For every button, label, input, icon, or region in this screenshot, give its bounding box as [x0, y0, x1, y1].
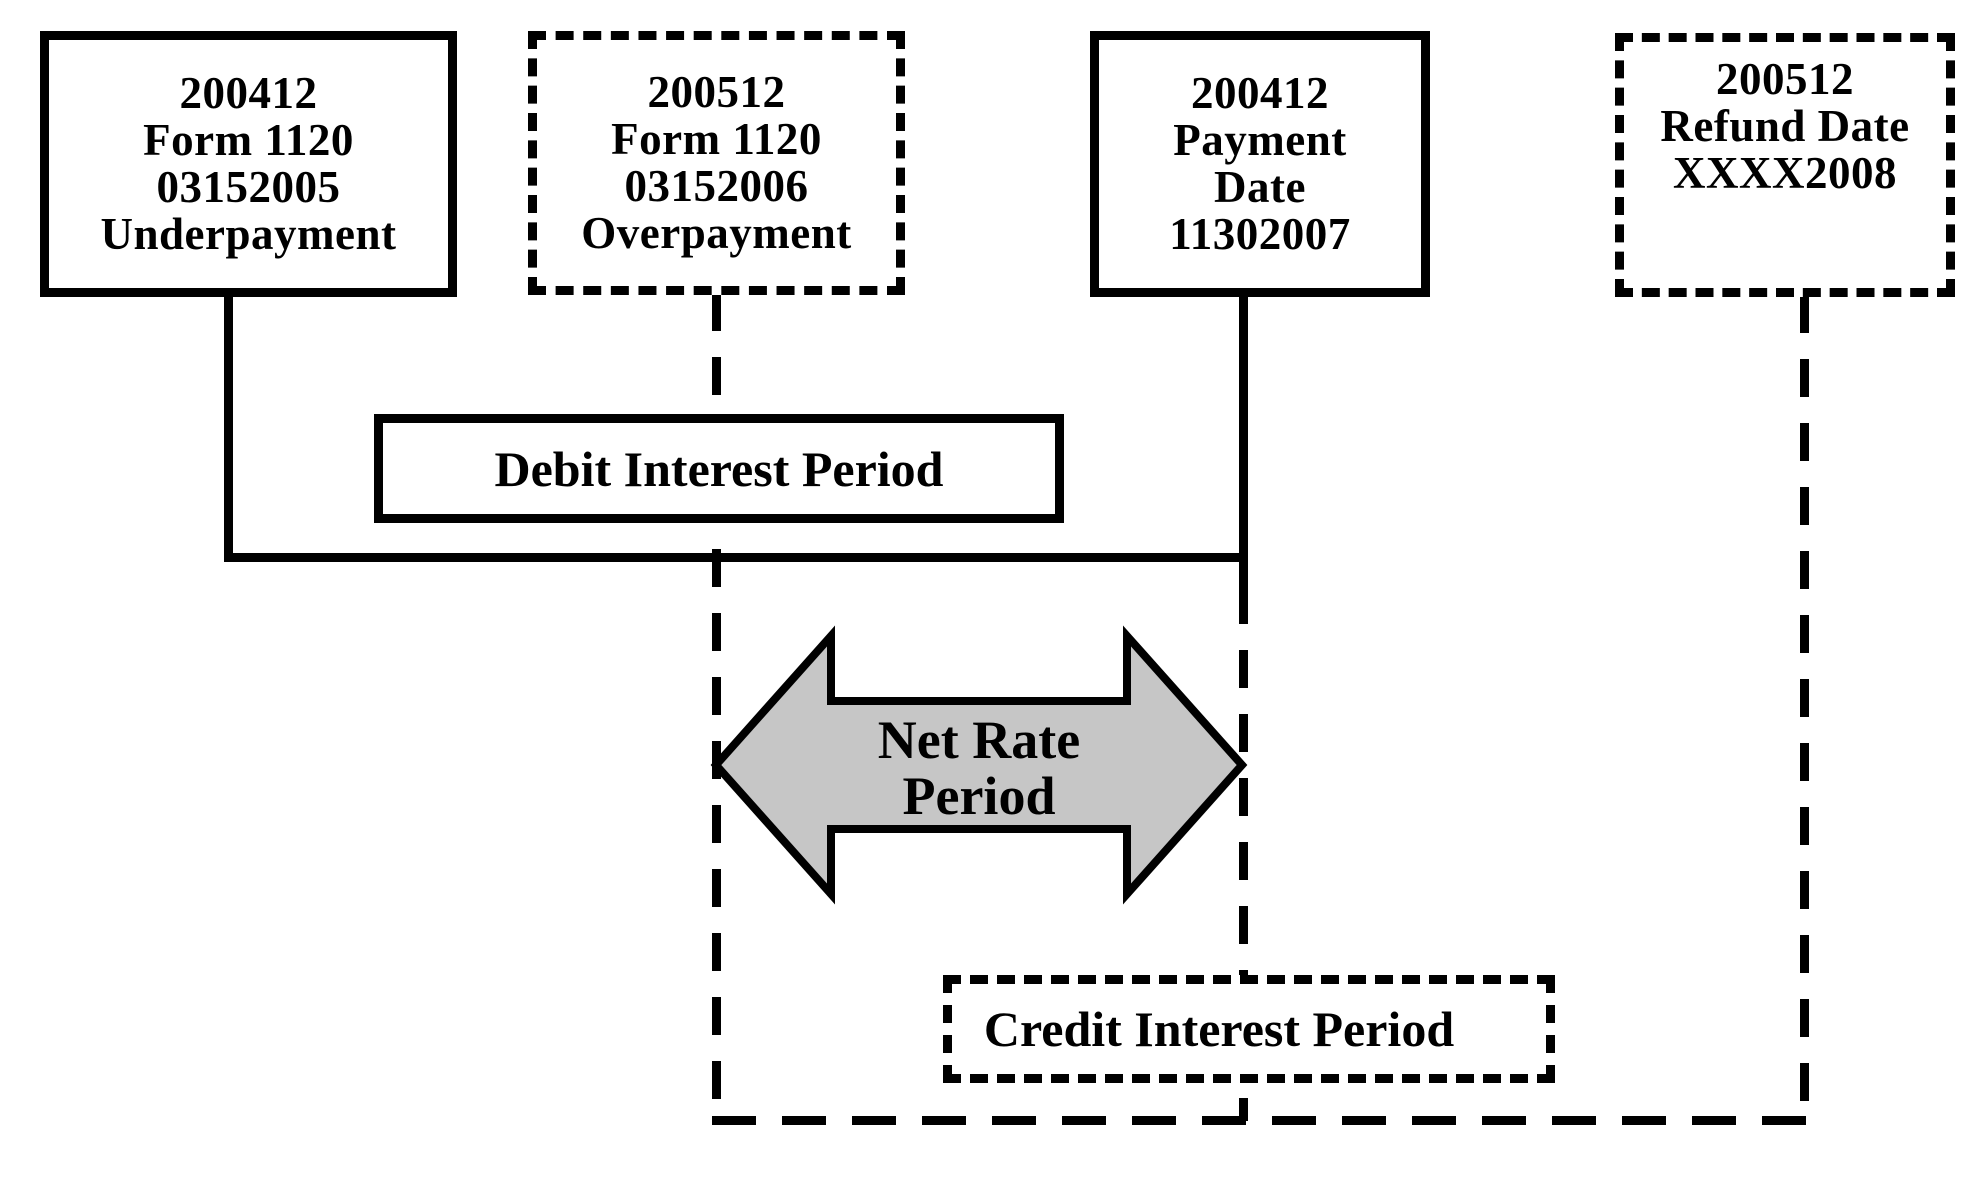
refund-date-box-line: XXXX2008 — [1673, 148, 1897, 198]
debit-interest-period-box: Debit Interest Period — [374, 414, 1064, 523]
net-rate-double-arrow — [710, 625, 1248, 905]
net-rate-label-line2: Period — [903, 766, 1056, 826]
payment-date-box-line: Date — [1214, 162, 1306, 212]
underpayment-box-line: 03152005 — [156, 162, 341, 212]
underpayment-box-line: 200412 — [179, 68, 318, 118]
refund-date-box: 200512 Refund Date XXXX2008 — [1615, 33, 1955, 297]
overpayment-box-line: 03152006 — [624, 161, 809, 211]
overpayment-box-line: Form 1120 — [611, 114, 822, 164]
refund-date-box-line: 200512 — [1716, 54, 1854, 104]
payment-date-box-line: 11302007 — [1169, 209, 1351, 259]
credit-interest-period-box: Credit Interest Period — [943, 975, 1555, 1083]
net-rate-label-line1: Net Rate — [878, 710, 1080, 770]
underpayment-box-line: Underpayment — [100, 209, 397, 259]
overpayment-box-line: Overpayment — [581, 208, 852, 258]
payment-date-box-line: Payment — [1173, 115, 1347, 165]
underpayment-box: 200412 Form 1120 03152005 Underpayment — [40, 31, 457, 297]
debit-interest-period-label: Debit Interest Period — [494, 440, 944, 497]
overpayment-box-line: 200512 — [647, 67, 786, 117]
underpayment-box-line: Form 1120 — [143, 115, 354, 165]
overpayment-box: 200512 Form 1120 03152006 Overpayment — [528, 31, 905, 295]
payment-date-box: 200412 Payment Date 11302007 — [1090, 31, 1430, 297]
payment-date-box-line: 200412 — [1191, 68, 1329, 118]
refund-date-box-line: Refund Date — [1660, 101, 1910, 151]
credit-interest-period-label: Credit Interest Period — [983, 1001, 1455, 1057]
